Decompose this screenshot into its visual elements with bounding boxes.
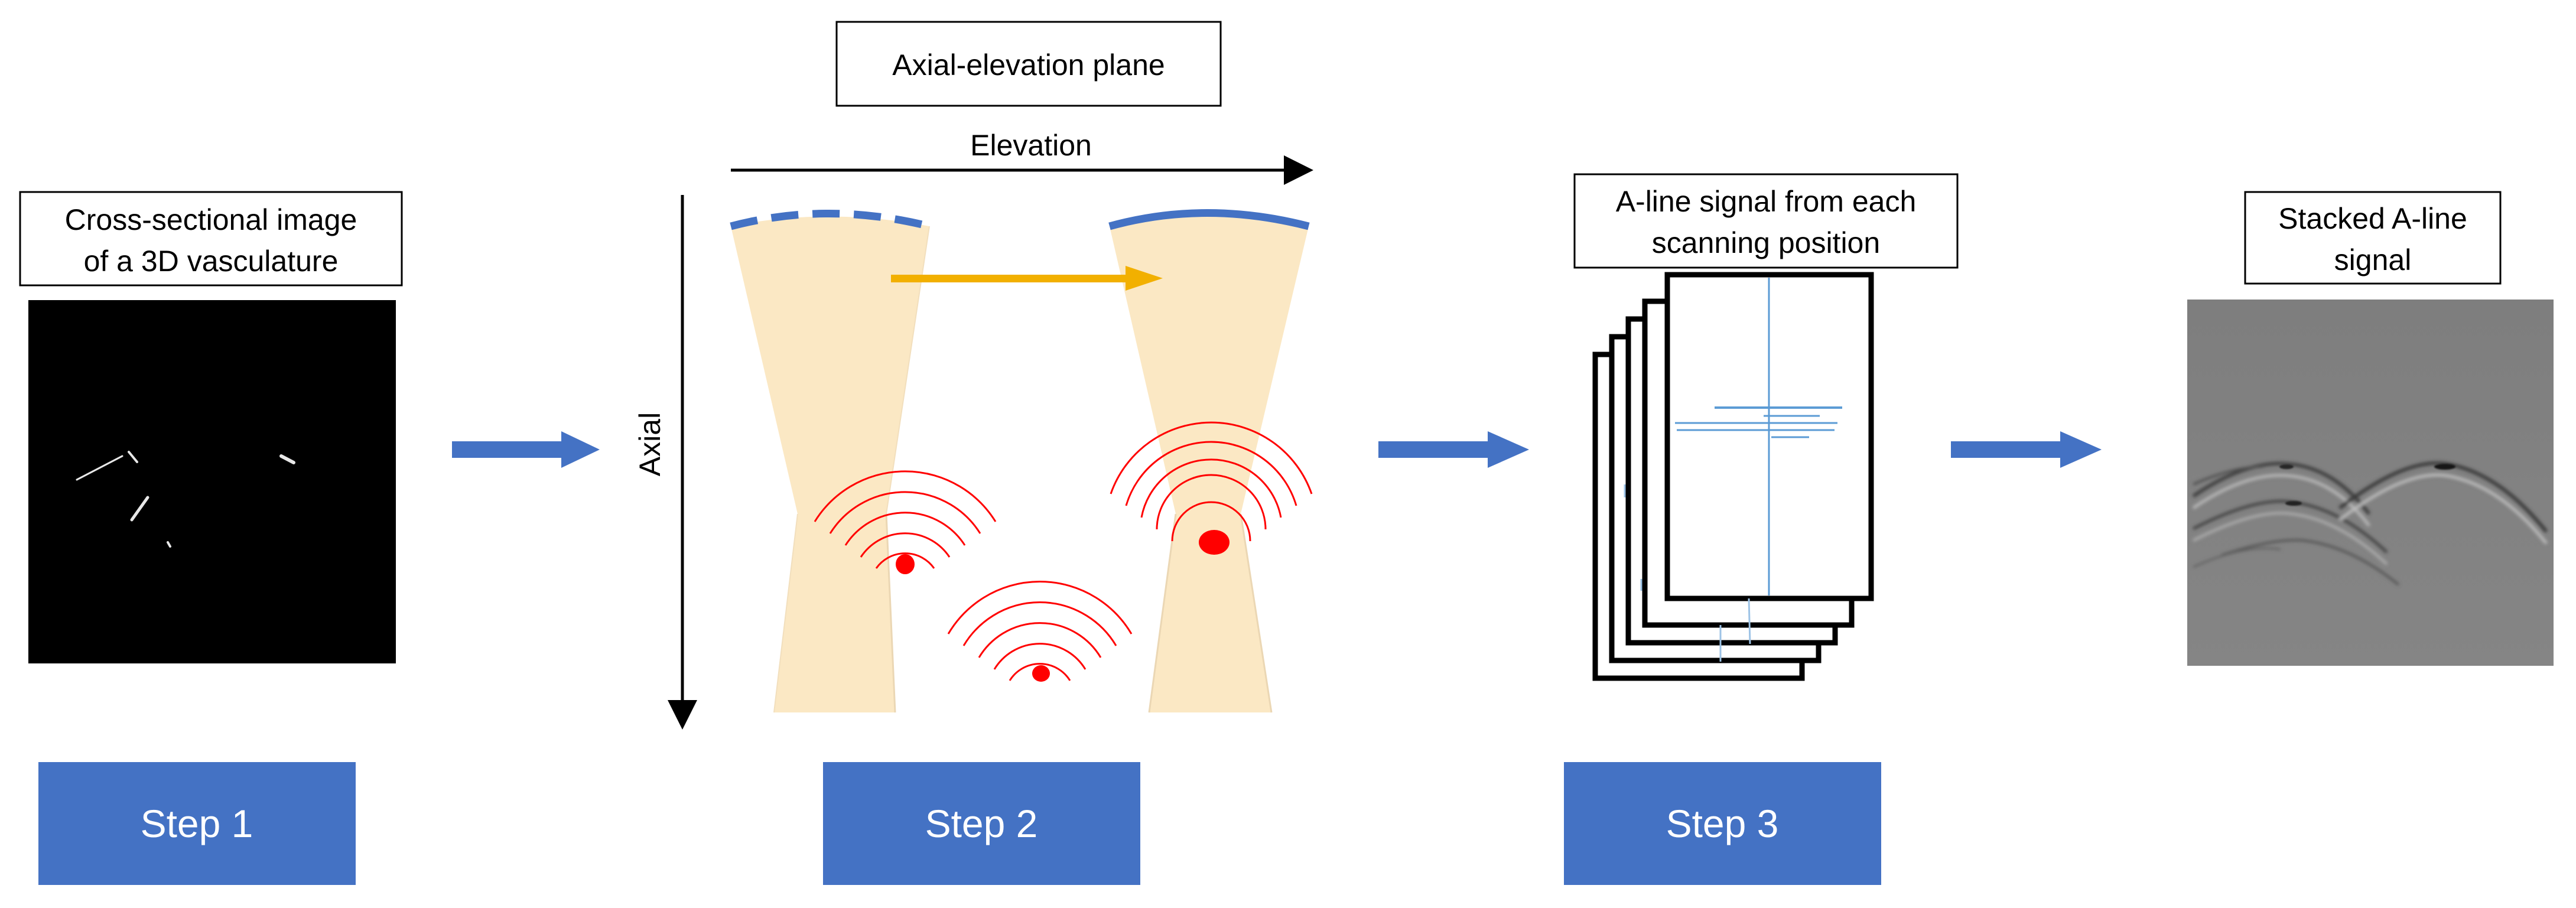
cross-section-label-line2: of a 3D vasculature — [84, 245, 339, 278]
cross-section-image — [28, 300, 396, 663]
step-3-button: Step 3 — [1564, 762, 1881, 885]
cross-section-label-line1: Cross-sectional image — [65, 203, 357, 236]
hyperbola-signatures — [2192, 461, 2548, 586]
aline-trace — [1675, 278, 1842, 595]
flow-arrow-3 — [1951, 431, 2102, 468]
step-1-label: Step 1 — [141, 802, 253, 845]
cross-section-label-box — [19, 191, 403, 287]
step3-panel: A-line signal from each scanning positio… — [1573, 173, 1959, 681]
acoustic-source-2 — [1110, 421, 1313, 555]
aline-card-stack — [1592, 272, 1874, 681]
step-3-label: Step 3 — [1666, 802, 1779, 845]
step-2-label: Step 2 — [925, 802, 1038, 845]
flow-arrow-1 — [452, 431, 600, 468]
step-1-button: Step 1 — [38, 762, 356, 885]
stacked-label-line2: signal — [2334, 243, 2412, 276]
aline-each-label-line1: A-line signal from each — [1616, 185, 1917, 218]
axial-label: Axial — [633, 412, 666, 476]
step-2-button: Step 2 — [823, 762, 1140, 885]
aline-each-label-box — [1573, 173, 1959, 269]
elevation-label: Elevation — [970, 129, 1092, 162]
acoustic-source-1 — [814, 470, 997, 574]
acoustic-source-3 — [947, 581, 1133, 682]
flow-arrow-2 — [1378, 431, 1529, 468]
plane-title: Axial-elevation plane — [892, 48, 1165, 82]
stacked-label-box — [2244, 191, 2502, 285]
stacked-panel: Stacked A-line signal — [2187, 191, 2554, 666]
scan-direction-arrow — [891, 266, 1163, 291]
stacked-label-line1: Stacked A-line — [2278, 202, 2467, 235]
aline-each-label-line2: scanning position — [1652, 226, 1880, 259]
beam-left — [731, 216, 929, 712]
transducer-left-dashed — [730, 210, 931, 230]
step1-panel: Cross-sectional image of a 3D vasculatur… — [19, 191, 403, 663]
vessel-specks — [76, 451, 295, 548]
transducer-right — [1108, 209, 1310, 230]
beam-right — [1110, 215, 1309, 712]
plane-title-box — [835, 21, 1222, 107]
step2-panel: Axial-elevation plane Elevation Axial — [633, 21, 1313, 730]
